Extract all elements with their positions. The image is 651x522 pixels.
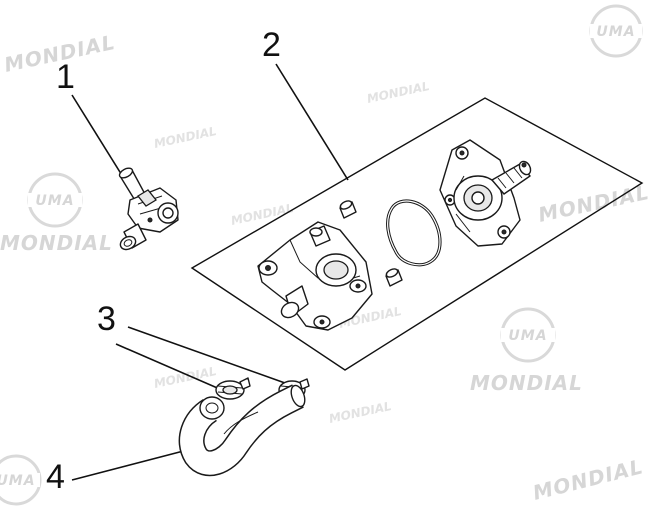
uma-logo-watermark: UMA — [0, 454, 42, 506]
dowel-pin — [385, 268, 403, 287]
mondial-watermark-small: MONDIAL — [153, 124, 218, 151]
kit-frame-part-2 — [190, 97, 644, 371]
uma-logo-watermark: UMA — [589, 4, 643, 58]
callout-1: 1 — [56, 58, 75, 96]
mondial-watermark-small: MONDIAL — [153, 364, 218, 391]
dowel-pin — [339, 200, 357, 219]
uma-logo-text: UMA — [35, 193, 74, 209]
part-1-valve — [118, 167, 179, 251]
mondial-watermark-small: MONDIAL — [366, 79, 431, 106]
mondial-watermark: MONDIAL — [470, 371, 583, 395]
leader-line-3b — [115, 343, 223, 391]
part-3-hose-clamp — [215, 377, 251, 400]
leader-line-1 — [71, 94, 129, 186]
leader-line-2 — [275, 63, 349, 181]
uma-logo-text: UMA — [596, 24, 635, 40]
callout-3: 3 — [97, 300, 116, 338]
pump-housing — [257, 221, 373, 331]
uma-logo-watermark: UMA — [500, 307, 556, 363]
uma-logo-watermark: UMA — [27, 172, 83, 228]
callout-4: 4 — [46, 458, 65, 496]
mondial-watermark: MONDIAL — [0, 231, 113, 255]
uma-logo-text: UMA — [508, 328, 547, 344]
pump-cover — [439, 139, 532, 247]
leader-line-3a — [127, 326, 286, 384]
leader-line-4 — [71, 447, 196, 481]
part-4-coolant-hose — [178, 384, 306, 477]
mondial-watermark: MONDIAL — [530, 454, 645, 505]
mondial-watermark: MONDIAL — [536, 180, 651, 227]
gasket-seal — [386, 199, 442, 267]
callout-2: 2 — [262, 26, 281, 64]
mondial-watermark-small: MONDIAL — [328, 399, 393, 426]
uma-logo-text: UMA — [0, 473, 36, 489]
